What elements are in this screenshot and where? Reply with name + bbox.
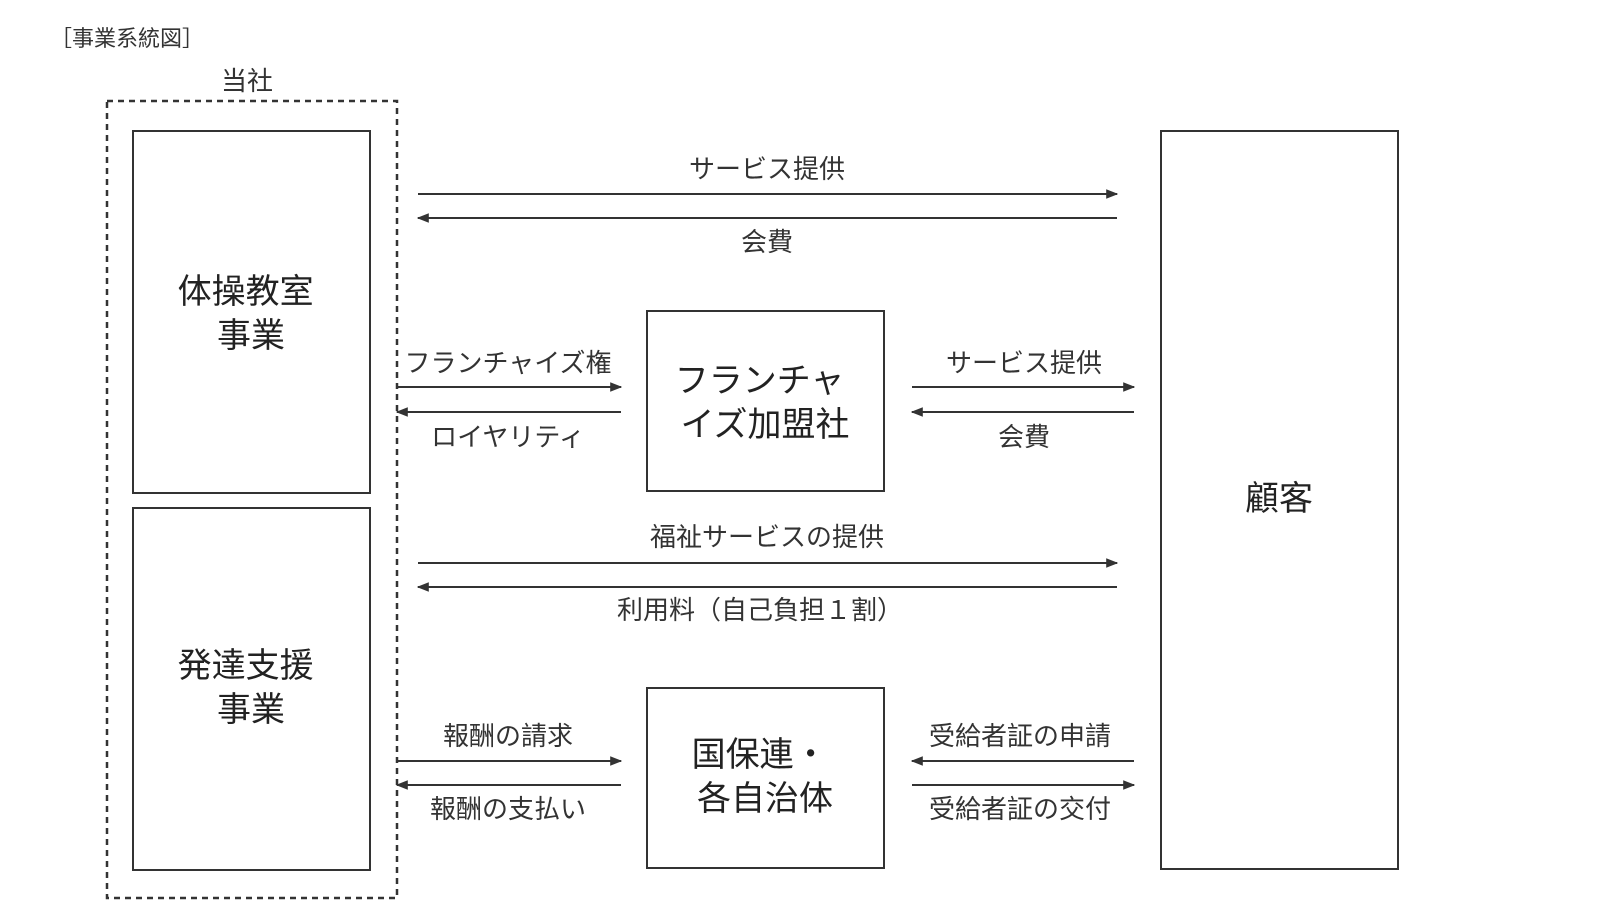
development-support-label-line1: 発達支援 <box>178 646 314 686</box>
franchise-service-label: サービス提供 <box>946 349 1102 379</box>
customer-box <box>1160 130 1399 870</box>
usage-fee-label: 利用料（自己負担１割） <box>617 596 903 626</box>
development-support-label: 発達支援 事業 <box>178 646 325 730</box>
company-label: 当社 <box>221 67 273 97</box>
franchise-right-label: フランチャイズ権 <box>405 349 612 379</box>
development-support-label-line2: 事業 <box>217 690 285 730</box>
certificate-application-label: 受給者証の申請 <box>929 722 1111 752</box>
franchise-member-label-line2: イズ加盟社 <box>681 405 850 445</box>
certificate-issue-label: 受給者証の交付 <box>929 795 1111 825</box>
service-to-customer-label: サービス提供 <box>689 155 845 185</box>
reward-claim-label: 報酬の請求 <box>443 722 573 752</box>
franchise-member-box <box>646 310 885 492</box>
gym-business-label-line2: 事業 <box>217 316 285 356</box>
kokuho-municipality-box <box>646 687 885 869</box>
kokuho-municipality-label: 国保連・ 各自治体 <box>692 735 839 819</box>
kokuho-municipality-label-line2: 各自治体 <box>697 779 833 819</box>
diagram-heading: ［事業系統図］ <box>50 27 204 52</box>
gym-business-label: 体操教室 事業 <box>178 272 325 356</box>
kokuho-municipality-label-line1: 国保連・ <box>692 735 828 775</box>
royalty-label: ロイヤリティ <box>431 423 585 453</box>
development-support-box <box>132 507 371 871</box>
franchise-member-label-line1: フランチャ <box>675 361 845 401</box>
franchise-fee-label: 会費 <box>998 423 1050 453</box>
fee-from-customer-label: 会費 <box>741 228 793 258</box>
company-group-border <box>105 99 399 900</box>
welfare-service-label: 福祉サービスの提供 <box>650 523 884 553</box>
franchise-member-label: フランチャ イズ加盟社 <box>675 361 855 445</box>
gym-business-label-line1: 体操教室 <box>178 272 314 312</box>
gym-business-box <box>132 130 371 494</box>
reward-payment-label: 報酬の支払い <box>430 795 586 825</box>
customer-label: 顧客 <box>1245 479 1313 519</box>
